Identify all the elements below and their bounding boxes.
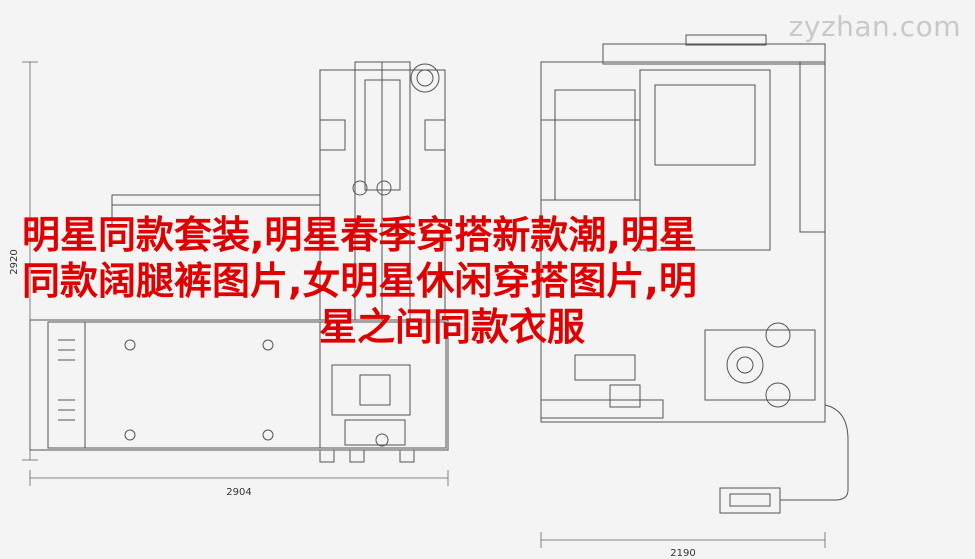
dimension-height-left: 2920 bbox=[9, 249, 20, 274]
right-dimension-lines bbox=[540, 532, 826, 548]
dimension-width-right: 2190 bbox=[670, 548, 695, 559]
dimension-width-left: 2904 bbox=[226, 487, 251, 498]
left-elevation-view bbox=[29, 61, 449, 463]
headline-line-2: 同款阔腿裤图片,女明星休闲穿搭图片,明 bbox=[22, 259, 697, 303]
left-dimension-lines bbox=[22, 61, 449, 486]
headline-overlay: 明星同款套装,明星春季穿搭新款潮,明星 同款阔腿裤图片,女明星休闲穿搭图片,明 … bbox=[22, 212, 922, 350]
watermark-text: zyzhan.com bbox=[788, 10, 961, 43]
right-side-view bbox=[540, 34, 849, 514]
headline-line-1: 明星同款套装,明星春季穿搭新款潮,明星 bbox=[22, 213, 697, 257]
headline-line-3: 星之间同款衣服 bbox=[319, 305, 586, 349]
